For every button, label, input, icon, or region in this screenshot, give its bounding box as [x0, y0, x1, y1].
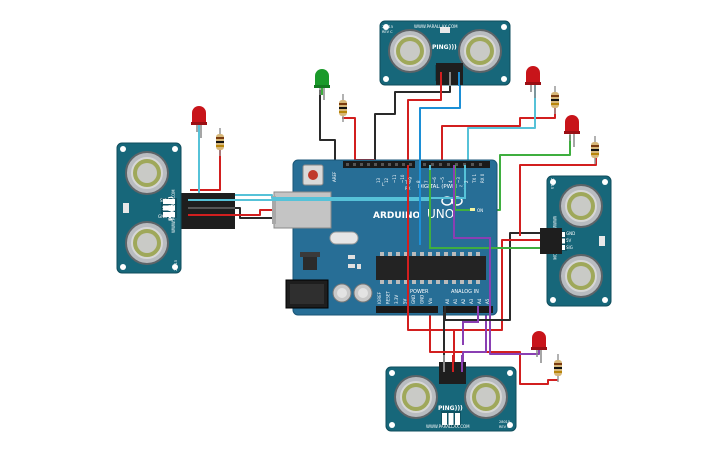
led-return-bottom[interactable]	[429, 300, 558, 385]
led-red-bottom[interactable]	[531, 331, 547, 363]
digital-pin-label-4: ~9	[408, 177, 413, 183]
ultrasonic-sensor-bottom[interactable]: PING))) WWW.PARALLAX.COM 28015 REV C	[385, 366, 517, 432]
power-wire-bottom-over[interactable]	[408, 329, 455, 340]
sensor-left-pin-labels: SIG 5V GND	[158, 198, 168, 219]
led-return-left[interactable]	[190, 150, 221, 191]
led-red-top[interactable]	[525, 66, 541, 98]
signal-wire-purple-over[interactable]	[453, 165, 491, 322]
digital-pin-label-7: ~6	[432, 177, 437, 183]
sensor-left-5v-label: 5V	[162, 206, 168, 211]
l-label: L	[382, 182, 385, 187]
digital-label: DIGITAL (PWM ~)	[418, 184, 465, 190]
sensor-right-part-number: 28015	[550, 178, 554, 189]
power-pin-label-5: GND	[420, 295, 425, 304]
digital-pin-label-9: 4	[448, 180, 453, 183]
led-return-green[interactable]	[342, 117, 375, 161]
analog-pin-label-2: A2	[461, 298, 466, 304]
power-pin-label-0: IOREF	[377, 291, 382, 304]
atmega-chip	[376, 256, 486, 280]
sensor-bottom-part-number: 28015	[499, 420, 510, 424]
led-return-top[interactable]	[441, 108, 556, 165]
crystal	[329, 231, 359, 245]
resistor-left-led[interactable]	[216, 128, 224, 156]
sensor-right-pin-labels: GND 5V SIG	[566, 231, 575, 250]
sensor-top-ping-label: PING)))	[432, 44, 457, 51]
signal-wire-led-top[interactable]	[467, 82, 536, 165]
sensor-top-revision: REV C	[382, 30, 393, 34]
analog-pin-label-1: A1	[453, 298, 458, 304]
analog-label: ANALOG IN	[451, 289, 479, 295]
sensor-left-ping-label: PING)))	[168, 196, 175, 221]
resistor-bottom-led[interactable]	[554, 354, 562, 382]
sensor-bottom-revision: REV C	[499, 425, 510, 429]
sensor-bottom-brand: WWW.PARALLAX.COM	[426, 424, 470, 429]
arduino-model: UNO	[427, 207, 454, 221]
digital-pin-label-3: ~10	[400, 174, 405, 183]
digital-pin-label-8: ~5	[440, 177, 445, 183]
overlay-wires	[270, 108, 545, 345]
digital-pin-label-1: 12	[384, 177, 389, 183]
power-pin-label-1: RESET	[386, 291, 391, 304]
analog-pin-label-4: A4	[477, 298, 482, 304]
resistor-green-led[interactable]	[339, 94, 347, 122]
led-red-left[interactable]	[191, 106, 207, 138]
digital-pin-label-13: RX 0	[480, 173, 485, 183]
analog-header[interactable]	[443, 306, 493, 313]
led-return-right[interactable]	[519, 158, 597, 236]
sensor-top-part-number: 28015	[382, 25, 393, 29]
power-pin-label-4: GND	[411, 295, 416, 304]
digital-pin-label-10: ~3	[456, 177, 461, 183]
led-green[interactable]	[314, 69, 330, 100]
power-label: POWER	[410, 289, 429, 295]
sensor-left-sig-label: SIG	[160, 198, 167, 203]
ultrasonic-sensor-top[interactable]: PING))) WWW.PARALLAX.COM 28015 REV C	[379, 20, 511, 86]
digital-pin-label-5: 8	[416, 180, 421, 183]
digital-pin-label-6: 7	[424, 180, 429, 183]
on-led	[470, 208, 475, 211]
sensor-left-part-number: 28015	[174, 260, 178, 271]
power-pin-label-6: Vin	[428, 297, 433, 304]
digital-pin-label-2: ~11	[392, 174, 397, 183]
voltage-regulator	[303, 256, 317, 270]
analog-pin-label-5: A5	[485, 298, 490, 304]
sensor-left-brand: WWW.PARALLAX.COM	[171, 189, 176, 233]
signal-wire-bottom-over[interactable]	[462, 306, 479, 345]
ground-wire-top[interactable]	[374, 84, 451, 215]
left-sensor-header	[180, 193, 235, 229]
sensor-right-pins	[540, 228, 562, 254]
led-red-right[interactable]	[564, 115, 580, 147]
resistor-right-led[interactable]	[591, 136, 599, 164]
signal-wire-led-left-over[interactable]	[272, 165, 466, 199]
digital-header-left[interactable]	[343, 161, 415, 168]
sensor-bottom-ping-label: PING)))	[438, 405, 463, 412]
digital-pin-label-12: TX 1	[472, 174, 477, 184]
digital-pin-label-11: 2	[464, 180, 469, 183]
sensor-right-5v-label: 5V	[566, 238, 572, 243]
sensor-left-gnd-label: GND	[158, 214, 167, 219]
resistor-top-led[interactable]	[551, 86, 559, 114]
signal-wire-right-over[interactable]	[429, 170, 545, 249]
aref-label: AREF	[332, 171, 337, 182]
digital-pin-label-0: 13	[376, 177, 381, 183]
sensor-right-gnd-label: GND	[566, 231, 575, 236]
power-pin-label-2: 3.3V	[394, 295, 399, 304]
ultrasonic-sensor-left[interactable]: PING))) WWW.PARALLAX.COM 28015	[116, 142, 182, 274]
sensor-bottom-pins	[439, 362, 466, 384]
arduino-logo: ARDUINO	[373, 211, 421, 221]
analog-pin-label-0: A0	[445, 298, 450, 304]
sensor-top-brand: WWW.PARALLAX.COM	[414, 24, 458, 29]
analog-pin-label-3: A3	[469, 298, 474, 304]
on-label: ON	[477, 208, 483, 213]
sensor-right-sig-label: SIG	[566, 245, 573, 250]
power-pin-label-3: 5V	[403, 298, 408, 304]
